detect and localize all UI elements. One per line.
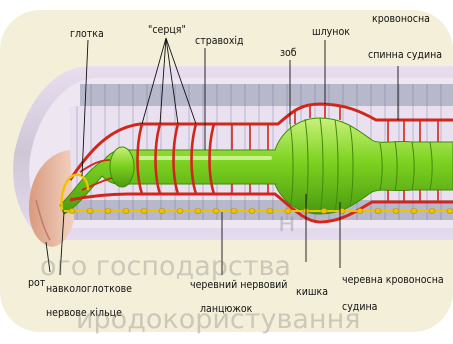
label-crop: зоб xyxy=(280,47,297,59)
label-esophagus: стравохід xyxy=(195,35,244,47)
watermark-line3: иродокористування xyxy=(76,304,360,335)
segment-lines-top xyxy=(80,84,453,106)
watermark-line1: н xyxy=(278,207,296,238)
watermark-line2: ого господарства xyxy=(40,251,291,282)
label-hearts: "серця" xyxy=(148,24,186,36)
label-gizzard: шлунок xyxy=(312,26,350,38)
label-dorsal-vessel-line2: спинна судина xyxy=(368,49,442,61)
label-dorsal-vessel-line1: кровоносна xyxy=(372,13,430,25)
label-nerve-ring-line1: навкологлоткове xyxy=(46,283,132,295)
label-pharynx: глотка xyxy=(70,28,104,40)
label-intestine: кишка xyxy=(296,286,328,298)
label-ventral-vessel-line1: черевна кровоносна xyxy=(342,274,444,286)
pharynx-bulb xyxy=(110,147,134,187)
